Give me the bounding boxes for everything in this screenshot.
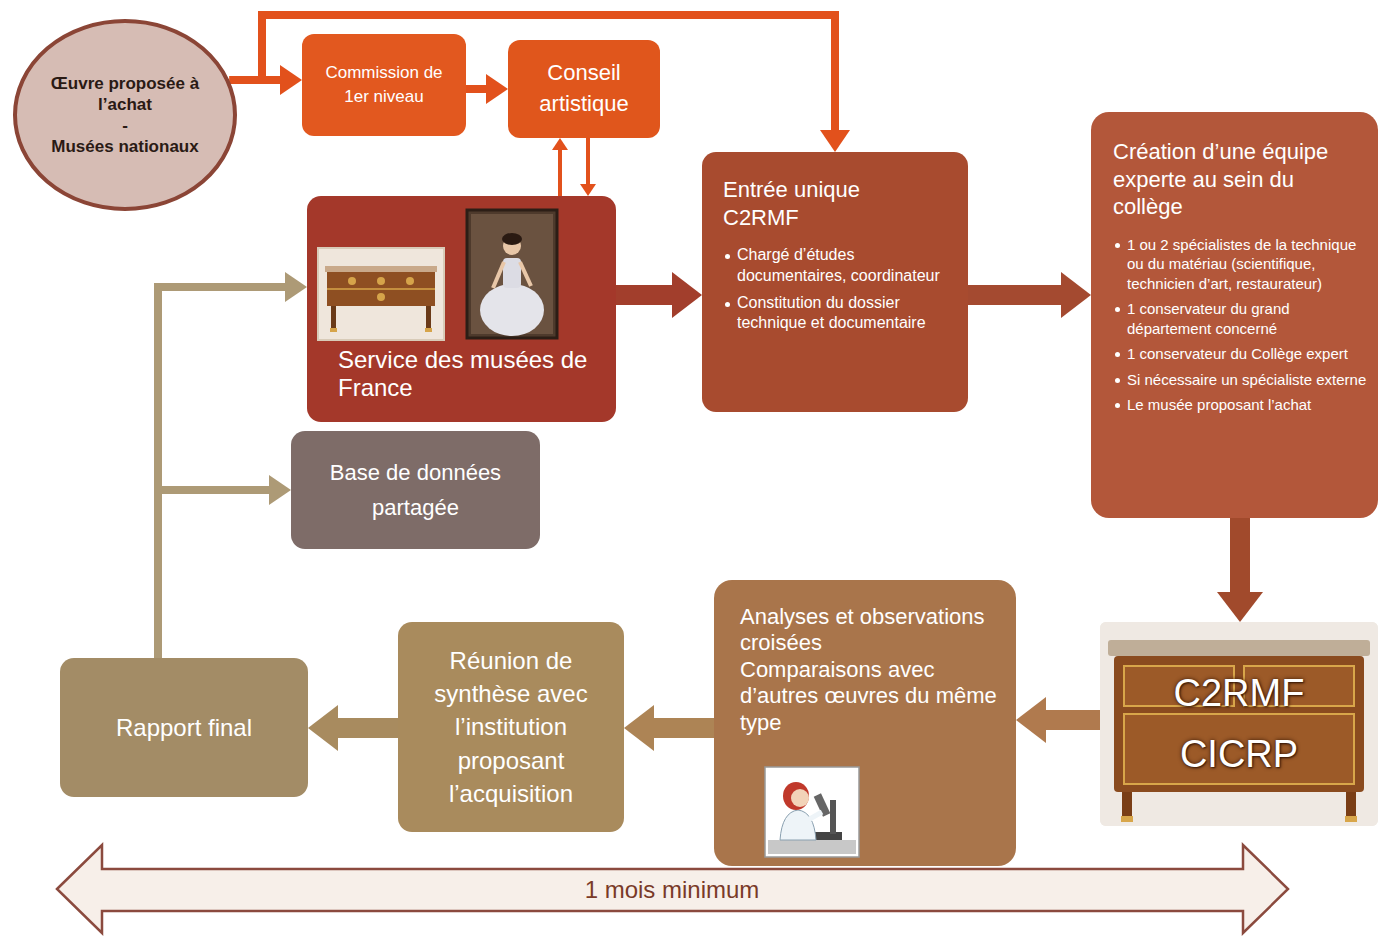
bullet-dot	[1115, 378, 1120, 383]
bullet-text: 1 conservateur du Collège expert	[1113, 344, 1368, 364]
node-text: Rapport final	[70, 712, 298, 743]
flow-arrow	[968, 285, 1061, 305]
process-box: Conseil artistique	[508, 40, 660, 138]
commode-drawer-line	[327, 288, 435, 290]
process-box: Entrée unique C2RMF Chargé d’études docum…	[702, 152, 968, 412]
bullet-text: Si nécessaire un spécialiste externe	[1113, 370, 1368, 390]
circle-outline	[12, 18, 238, 212]
node-text: -	[122, 115, 128, 136]
commode-ornament	[348, 277, 356, 285]
flow-arrow	[158, 287, 285, 658]
commode-leg	[426, 306, 431, 330]
flow-arrow	[1230, 518, 1250, 592]
flow-arrow	[558, 150, 562, 196]
node-text: Réunion de synthèse avec l’institution p…	[408, 644, 614, 810]
commode-top	[325, 266, 437, 272]
node-text: Analyses et observations croisées	[740, 604, 1006, 657]
picture-frame	[318, 248, 444, 340]
process-box: Analyses et observations croiséesCompara…	[714, 580, 1016, 866]
icon-frame	[765, 767, 859, 857]
service-box: Service des musées de France	[307, 196, 616, 422]
commode-ornament	[377, 293, 385, 301]
commode-top	[1108, 640, 1370, 656]
commode-leg	[331, 306, 336, 330]
node-text: Service des musées de France	[338, 346, 604, 401]
process-box: Réunion de synthèse avec l’institution p…	[398, 622, 624, 832]
node-text: Musées nationaux	[51, 136, 198, 157]
portrait-hair	[502, 233, 522, 245]
icon-face	[791, 789, 809, 807]
bullet-dot	[725, 302, 730, 307]
flow-arrow	[654, 718, 714, 738]
bullet-text: Constitution du dossier technique et doc…	[723, 293, 954, 335]
flow-arrow	[338, 718, 398, 738]
bullet-dot	[1115, 243, 1120, 248]
process-box: Commission de 1er niveau	[302, 34, 466, 136]
flow-arrow	[466, 85, 486, 93]
bullet-text: Chargé d’études documentaires, coordinat…	[723, 245, 954, 287]
commode-ornament	[406, 277, 414, 285]
portrait-skirt	[480, 284, 544, 336]
duration-double-arrow	[57, 845, 1288, 933]
commode-foot	[1121, 816, 1133, 822]
commode-picture	[1100, 622, 1378, 826]
node-text: Commission de 1er niveau	[312, 61, 456, 109]
start-circle: Œuvre proposée à l’achat-Musées nationau…	[12, 18, 238, 212]
circle-shape	[15, 21, 235, 209]
bullet-dot	[1115, 352, 1120, 357]
flow-arrow	[158, 490, 269, 658]
commode-body	[327, 272, 435, 306]
portrait-frame	[467, 210, 557, 338]
duration-label: 1 mois minimum	[472, 875, 872, 905]
icon-coat	[780, 810, 816, 840]
node-text: Conseil artistique	[518, 58, 650, 120]
bullet-text: Le musée proposant l’achat	[1113, 395, 1368, 415]
commode-ornament	[377, 277, 385, 285]
database-box: Base de données partagée	[291, 431, 540, 549]
portrait-arm	[493, 262, 504, 288]
scientist-icon	[764, 766, 860, 858]
icon-microscope-arm	[830, 800, 836, 834]
commode-foot	[1345, 816, 1357, 822]
node-text: CICRP	[1108, 724, 1370, 785]
flow-arrow	[616, 285, 672, 305]
lab-picture-box: C2RMFCICRP	[1100, 622, 1378, 826]
bullet-dot	[1115, 307, 1120, 312]
icon-hair	[783, 782, 809, 810]
portrait-bodice	[503, 258, 521, 288]
node-text: Base de données partagée	[303, 455, 528, 525]
icon-arm	[808, 812, 822, 820]
node-text: Œuvre proposée à l’achat	[40, 73, 210, 116]
node-text: Création d’une équipe experte au sein du…	[1113, 138, 1368, 221]
node-text: Entrée unique C2RMF	[723, 176, 903, 231]
bullet-text: 1 ou 2 spécialistes de la technique ou d…	[1113, 235, 1368, 294]
bullet-text: 1 conservateur du grand département conc…	[1113, 299, 1368, 338]
bullet-dot	[725, 254, 730, 259]
process-box: Rapport final	[60, 658, 308, 797]
team-box: Création d’une équipe experte au sein du…	[1091, 112, 1378, 518]
icon-microscope-base	[814, 832, 842, 840]
icon-bench	[768, 840, 856, 854]
commode-leg	[1346, 792, 1356, 816]
commode-leg	[1122, 792, 1132, 816]
node-text: C2RMF	[1108, 663, 1370, 724]
node-text: Comparaisons avec d’autres œuvres du mêm…	[740, 657, 1006, 736]
commode-foot	[330, 328, 337, 332]
picture-ground	[1100, 622, 1378, 826]
commode-foot	[425, 328, 432, 332]
flow-arrow	[586, 138, 590, 184]
portrait-arm	[520, 262, 531, 286]
bullet-dot	[1115, 403, 1120, 408]
flow-arrow	[1046, 710, 1100, 730]
